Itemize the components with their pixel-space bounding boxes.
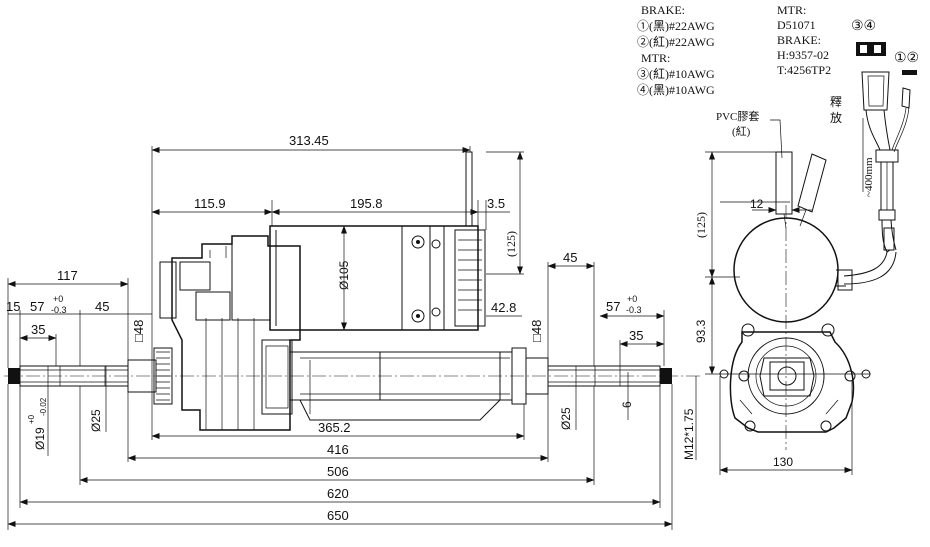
dim-620: 620 <box>327 486 349 501</box>
side-dim-12: 12 <box>750 197 764 211</box>
dim-117: 117 <box>57 268 78 283</box>
axle-flange-circle <box>747 337 825 415</box>
dim-35-left: 35 <box>31 322 45 337</box>
gearbox-housing <box>171 235 301 431</box>
dim-195-8: 195.8 <box>350 196 383 211</box>
part-info: MTR: D51071 BRAKE: H:9357-02 T:4256TP2 <box>777 3 831 77</box>
note-mtr-title: MTR: <box>641 51 670 65</box>
note-brake-1: ①(黑)#22AWG <box>637 19 715 33</box>
axle-square-end <box>769 361 805 391</box>
cable-grommet <box>883 227 895 251</box>
info-mtr-code: D51071 <box>777 18 816 32</box>
left-bearing-block <box>153 347 173 405</box>
brake-unit <box>159 261 177 319</box>
side-dim-130: 130 <box>773 455 793 469</box>
dim-125: (125) <box>504 231 518 257</box>
tol-plus-right: +0 <box>627 294 637 304</box>
note-brake-2: ②(紅)#22AWG <box>637 35 715 49</box>
dim-35-right: 35 <box>629 328 643 343</box>
dim-416: 416 <box>327 442 349 457</box>
dim-dia19: Ø19 <box>33 427 47 450</box>
axle-tube <box>290 351 512 401</box>
dim-dia105: Ø105 <box>337 260 351 290</box>
side-view: PVC膠套 (紅) (125) 93.3 12 <box>682 110 871 475</box>
left-thread-end <box>8 368 20 384</box>
dim-sq48-right: □48 <box>529 320 544 342</box>
release-label-2: 放 <box>830 110 842 125</box>
dim-15: 15 <box>6 299 20 314</box>
dim-sq48-left: □48 <box>131 320 146 342</box>
wiring-notes: BRAKE: ①(黑)#22AWG ②(紅)#22AWG MTR: ③(紅)#1… <box>637 3 715 97</box>
info-brake-h: H:9357-02 <box>777 48 829 62</box>
motor-lead-wire <box>465 151 473 227</box>
cable-boot <box>797 153 827 213</box>
dim-57-right: 57 <box>606 299 620 314</box>
dim-dia25-left: Ø25 <box>89 409 103 432</box>
dim-115-9: 115.9 <box>194 196 226 211</box>
info-mtr-title: MTR: <box>777 3 806 17</box>
pvc-color-label: (紅) <box>732 125 751 138</box>
note-mtr-4: ④(黑)#10AWG <box>637 83 715 97</box>
motor-endcap <box>454 229 486 327</box>
dim-57-left: 57 <box>30 299 44 314</box>
dim-506: 506 <box>327 464 349 479</box>
pvc-sleeve <box>775 151 793 215</box>
mtr-pins-label: ③④ <box>851 19 876 34</box>
cable-sleeve <box>875 149 899 163</box>
dim-42-8: 42.8 <box>491 300 516 315</box>
info-brake-t: T:4256TP2 <box>777 63 831 77</box>
gearbox-housing-side <box>729 331 855 433</box>
info-brake-title: BRAKE: <box>777 33 821 47</box>
tol-minus-right: -0.3 <box>626 305 642 315</box>
front-view: Ø105 313.45 115.9 195.8 3.5 (125) 45 42.… <box>4 133 700 530</box>
dim-45-top: 45 <box>563 250 577 265</box>
release-label-1: 釋 <box>830 94 842 109</box>
dim-365-2: 365.2 <box>318 420 351 435</box>
brake-plug-body <box>901 87 911 109</box>
note-mtr-3: ③(紅)#10AWG <box>637 67 715 81</box>
tol-plus-left: +0 <box>53 294 63 304</box>
dim-650: 650 <box>327 508 349 523</box>
right-thread-end <box>660 368 672 384</box>
dim-313-45: 313.45 <box>289 133 329 148</box>
brake-pins-label: ①② <box>894 51 919 66</box>
pvc-label: PVC膠套 <box>716 110 759 123</box>
dia19-tol-minus: -0.02 <box>39 397 48 416</box>
connector-group: ③④ ①② 釋 放 ~400mm <box>830 19 919 291</box>
axle-tube-lower <box>299 399 501 421</box>
dim-dia25-right: Ø25 <box>559 407 573 430</box>
brake-connector-icon <box>902 70 917 75</box>
thread-label: M12*1.75 <box>682 408 696 460</box>
motor-body <box>269 225 479 331</box>
mtr-plug-body <box>861 71 890 111</box>
dim-45-left: 45 <box>95 299 109 314</box>
note-brake-title: BRAKE: <box>641 3 685 17</box>
dim-3-5: 3.5 <box>487 196 505 211</box>
dia19-tol-plus: +0 <box>27 414 36 424</box>
cable-length-label: ~400mm <box>863 157 875 197</box>
dim-6: 6 <box>620 401 634 408</box>
side-dim-125: (125) <box>694 212 708 238</box>
side-dim-93-3: 93.3 <box>694 319 708 343</box>
tol-minus-left: -0.3 <box>51 305 67 315</box>
